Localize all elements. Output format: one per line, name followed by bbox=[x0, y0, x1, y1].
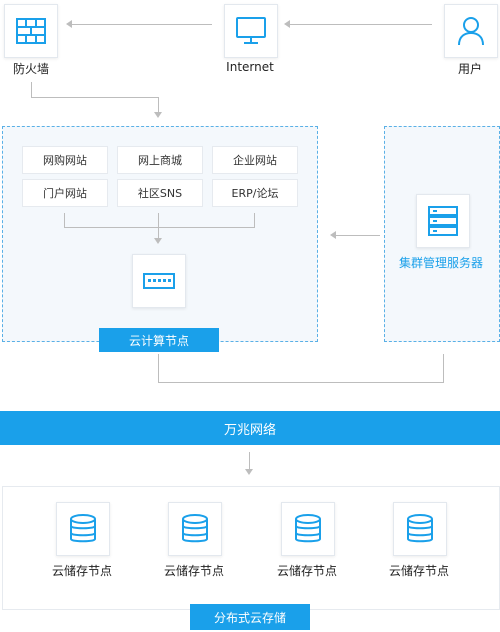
site-online-shopping: 网购网站 bbox=[22, 146, 108, 174]
storage-node-label: 云储存节点 bbox=[163, 564, 224, 578]
monitor-icon bbox=[236, 17, 266, 44]
arrowhead-down bbox=[154, 112, 162, 118]
sites-bracket-right bbox=[254, 213, 255, 227]
gigabit-network-bar: 万兆网络 bbox=[0, 411, 500, 445]
database-icon bbox=[407, 514, 433, 543]
arrow-internet-to-firewall bbox=[70, 24, 212, 25]
arrowhead-left bbox=[330, 231, 336, 239]
database-icon bbox=[182, 514, 208, 543]
user-label: 用户 bbox=[457, 62, 482, 76]
firewall-connector-v2 bbox=[158, 97, 159, 113]
storage-node-label: 云储存节点 bbox=[51, 564, 112, 578]
firewall-label: 防火墙 bbox=[12, 62, 49, 76]
sites-to-server-line bbox=[158, 213, 159, 239]
firewall-connector-h bbox=[31, 97, 159, 98]
storage-node-label: 云储存节点 bbox=[388, 564, 449, 578]
site-enterprise: 企业网站 bbox=[212, 146, 298, 174]
internet-node bbox=[224, 4, 278, 58]
site-community-sns: 社区SNS bbox=[117, 179, 203, 207]
site-online-mall: 网上商城 bbox=[117, 146, 203, 174]
storage-node-2 bbox=[168, 502, 222, 556]
server-rack-icon bbox=[428, 206, 458, 236]
storage-node-3 bbox=[281, 502, 335, 556]
cluster-server-node bbox=[416, 194, 470, 248]
arrow-user-to-internet bbox=[288, 24, 432, 25]
storage-node-4 bbox=[393, 502, 447, 556]
merge-line bbox=[158, 382, 444, 383]
cloud-compute-bar: 云计算节点 bbox=[99, 328, 219, 352]
internet-label: Internet bbox=[226, 60, 274, 74]
arrowhead-left bbox=[66, 20, 72, 28]
storage-node-1 bbox=[56, 502, 110, 556]
compute-down-line bbox=[158, 354, 159, 382]
site-erp-forum: ERP/论坛 bbox=[212, 179, 298, 207]
sites-bracket-bottom bbox=[64, 227, 255, 228]
network-down-line bbox=[249, 452, 250, 470]
cluster-to-compute-line bbox=[334, 235, 380, 236]
site-portal: 门户网站 bbox=[22, 179, 108, 207]
user-node bbox=[444, 4, 498, 58]
compute-server-node bbox=[132, 254, 186, 308]
firewall-node bbox=[4, 4, 58, 58]
cluster-server-label: 集群管理服务器 bbox=[398, 256, 483, 270]
database-icon bbox=[70, 514, 96, 543]
sites-bracket-left bbox=[64, 213, 65, 227]
arrowhead-down bbox=[245, 469, 253, 475]
distributed-storage-bar: 分布式云存储 bbox=[190, 604, 310, 630]
database-icon bbox=[295, 514, 321, 543]
arrowhead-down bbox=[154, 238, 162, 244]
cluster-down-line bbox=[443, 354, 444, 382]
arrowhead-left bbox=[284, 20, 290, 28]
firewall-icon bbox=[16, 18, 46, 44]
storage-node-label: 云储存节点 bbox=[276, 564, 337, 578]
firewall-connector-v1 bbox=[31, 82, 32, 98]
server-icon bbox=[143, 273, 175, 289]
user-icon bbox=[458, 17, 484, 46]
